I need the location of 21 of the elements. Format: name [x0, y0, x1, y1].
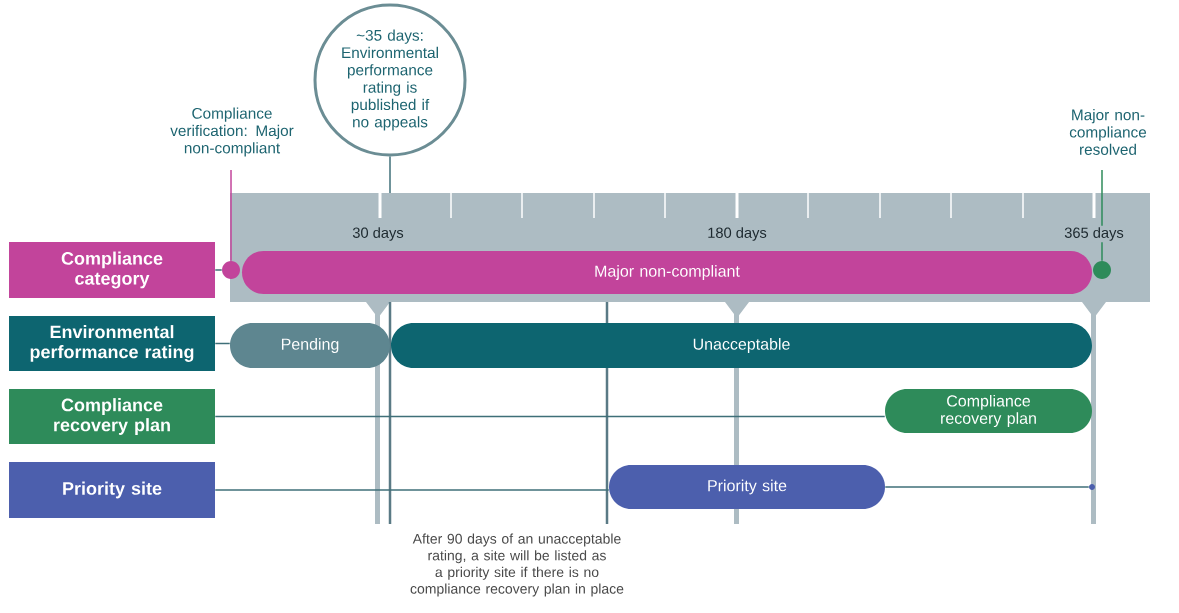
- timeline-bar: Major non-compliant: [242, 251, 1092, 294]
- connector-line: [214, 415, 886, 418]
- timeline-bar: Unacceptable: [391, 323, 1092, 368]
- timeline-bar: Pending: [230, 323, 390, 368]
- row-label-box: Compliance category: [9, 242, 215, 298]
- row-label-box: Compliance recovery plan: [9, 389, 215, 444]
- annotation-text: Compliance verification: Major non-compliant: [170, 107, 294, 157]
- note-text: After 90 days of an unacceptable rating, a site will be listed as a priority site if there is no compliance recovery plan in place: [410, 533, 624, 597]
- row-label-box: Environmental performance rating: [9, 316, 215, 371]
- milestone-dot: [1093, 261, 1111, 279]
- timeline-bar: Priority site: [609, 465, 885, 509]
- timeline-bar: Compliance recovery plan: [885, 389, 1092, 433]
- row-label-box: Priority site: [9, 462, 215, 518]
- connector-line: [230, 169, 232, 262]
- annotation-text: Major non-compliance resolved: [1069, 109, 1147, 155]
- connector-line: [389, 155, 391, 194]
- connector-line: [214, 489, 610, 491]
- connector-line: [214, 269, 223, 271]
- connector-line: [884, 486, 1090, 488]
- milestone-dot: [222, 261, 240, 279]
- connector-line: [214, 342, 231, 345]
